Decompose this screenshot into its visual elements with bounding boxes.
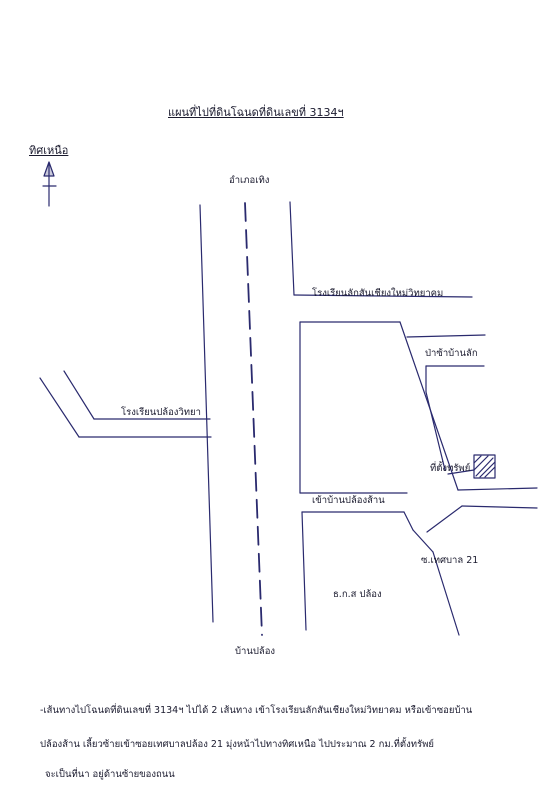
ban-plong-road — [299, 492, 414, 531]
school-laksan-road — [293, 294, 486, 338]
property-marker — [447, 454, 496, 479]
main-road — [199, 201, 307, 636]
description-line-2: ปล้องส้าน เลี้ยวซ้ายเข้าซอยเทศบาลปล้อง 2… — [40, 739, 434, 750]
map-title: แผนที่ไปที่ดินโฉนดที่ดินเลขที่ 3134ฯ — [168, 106, 344, 119]
pa-sak-road — [425, 365, 485, 393]
label-baac: ธ.ก.ส ปล้อง — [333, 589, 382, 600]
description-line-1: -เส้นทางไปโฉนดที่ดินเลขที่ 3134ฯ ไปได้ 2… — [40, 705, 473, 716]
description-line-3: จะเป็นที่นา อยู่ด้านซ้ายของถนน — [45, 769, 175, 780]
north-label: ทิศเหนือ — [29, 144, 69, 157]
label-ban-plong: บ้านปล้อง — [235, 646, 276, 657]
label-soi-thesaban: ซ.เทศบาล 21 — [421, 555, 479, 566]
label-school-plong: โรงเรียนปล้องวิทยา — [121, 407, 201, 418]
label-school-laksan: โรงเรียนลักสันเชียงใหม่วิทยาคม — [312, 288, 444, 299]
school-plong-road — [39, 370, 212, 438]
soi-thesaban-road — [399, 321, 538, 636]
north-arrow-icon — [42, 161, 57, 207]
label-property-site: ที่ตั้งทรัพย์ — [430, 463, 471, 474]
label-to-ban-plong: เข้าบ้านปล้องส้าน — [312, 495, 385, 506]
label-pa-sak: ป่าซ้าบ้านลัก — [425, 348, 478, 359]
label-amphoe-thoeng: อำเภอเทิง — [229, 175, 270, 186]
